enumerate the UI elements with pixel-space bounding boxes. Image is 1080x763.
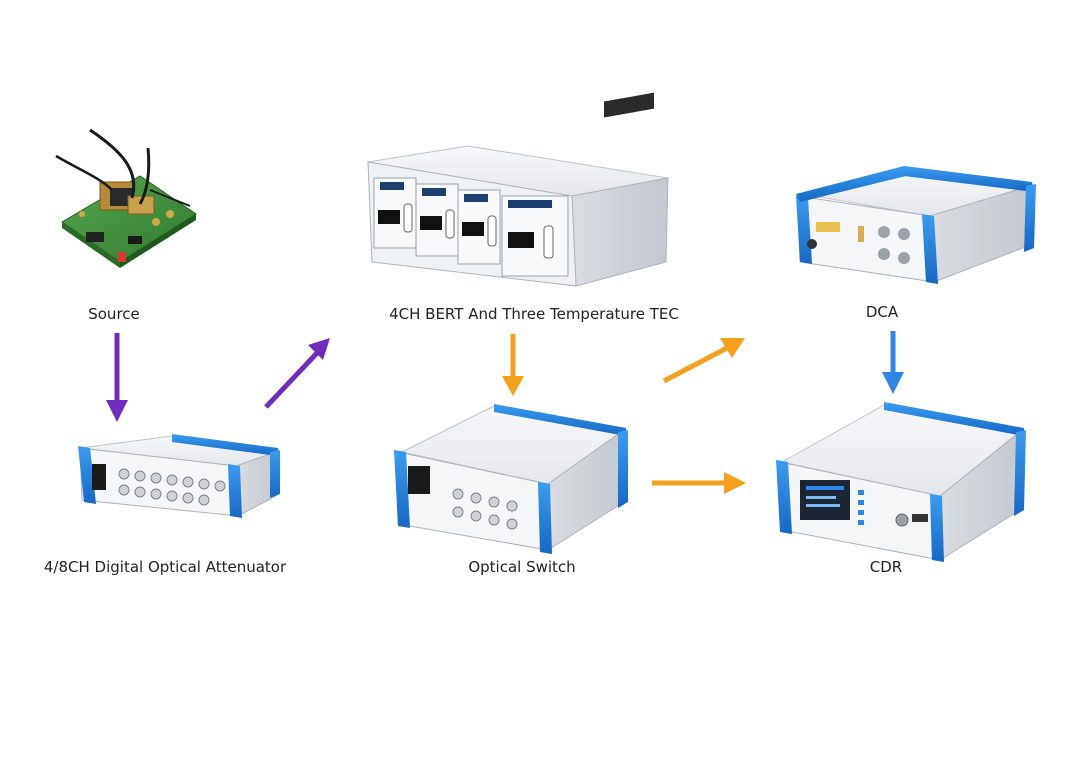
node-label-source: Source (88, 305, 140, 323)
node-label-cdr: CDR (870, 558, 902, 576)
arrow-source-to-voa (106, 333, 128, 422)
dca-device (796, 166, 1036, 284)
source-device (55, 128, 197, 268)
voa-device (78, 434, 280, 518)
arrow-dca-to-cdr (882, 331, 904, 394)
node-label-switch: Optical Switch (468, 558, 575, 576)
bert-device (367, 92, 669, 287)
node-label-voa: 4/8CH Digital Optical Attenuator (44, 558, 287, 576)
node-label-bert: 4CH BERT And Three Temperature TEC (389, 305, 679, 323)
cdr-device (776, 402, 1026, 562)
switch-device (394, 404, 628, 554)
arrow-bert-to-switch (502, 334, 524, 396)
node-label-dca: DCA (866, 303, 899, 321)
arrow-voa-to-bert (264, 338, 330, 409)
arrow-switch-to-cdr (652, 472, 746, 494)
arrow-switch-to-dca (662, 338, 745, 384)
